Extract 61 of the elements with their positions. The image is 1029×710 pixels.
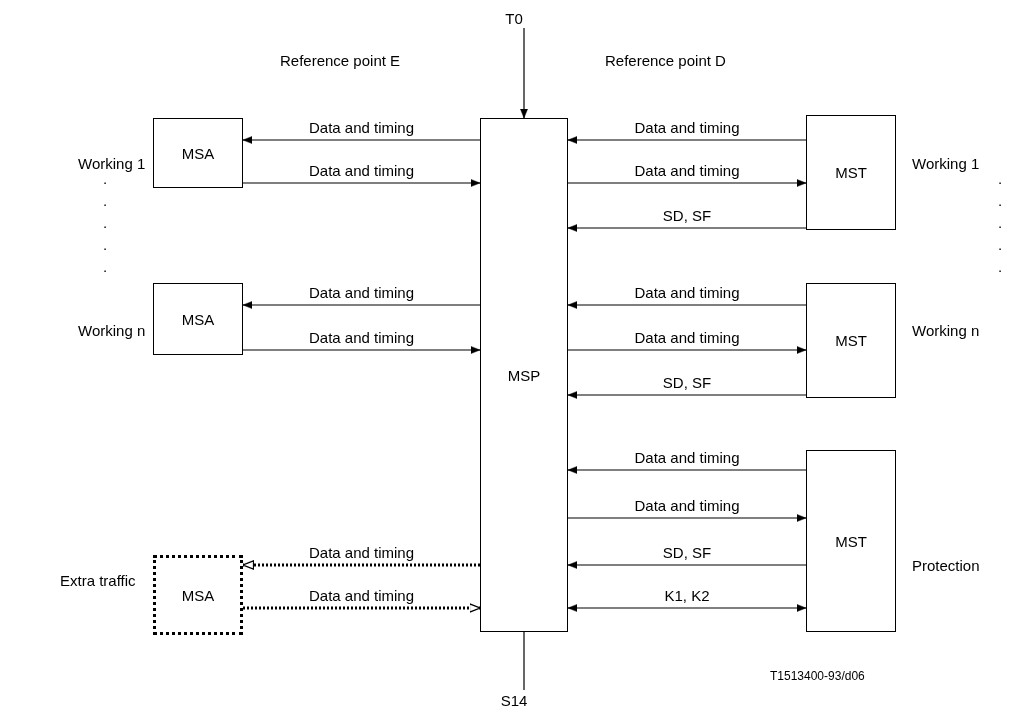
continuation-dot: .	[998, 170, 1003, 187]
continuation-dot: .	[103, 236, 108, 253]
edge-label: Data and timing	[634, 119, 740, 136]
signal-label: S14	[498, 690, 530, 710]
arrow	[242, 560, 480, 570]
edge-label: SD, SF	[662, 207, 712, 224]
arrow	[242, 136, 481, 144]
continuation-dot: .	[998, 192, 1003, 209]
arrow	[242, 346, 481, 354]
continuation-dot: .	[998, 258, 1003, 275]
side-label: Extra traffic	[60, 572, 136, 589]
arrow	[567, 391, 807, 399]
edge-label: Data and timing	[308, 544, 415, 561]
reference-label: Reference point E	[280, 52, 401, 69]
terminal-box: MST	[806, 450, 896, 632]
edge-label: SD, SF	[662, 374, 712, 391]
arrow	[567, 224, 807, 232]
continuation-dot: .	[103, 258, 108, 275]
continuation-dot: .	[998, 236, 1003, 253]
side-label: Working 1	[912, 155, 980, 172]
arrow	[242, 301, 481, 309]
edge-label: Data and timing	[634, 284, 740, 301]
edge-label: Data and timing	[308, 587, 415, 604]
edge-label: SD, SF	[662, 544, 712, 561]
arrow	[567, 466, 807, 474]
side-label: Working n	[912, 322, 980, 339]
arrow	[567, 514, 807, 522]
continuation-dot: .	[103, 214, 108, 231]
continuation-dot: .	[998, 214, 1003, 231]
edge-label: Data and timing	[634, 162, 740, 179]
arrow	[567, 561, 807, 569]
side-label: Working n	[78, 322, 146, 339]
side-label: Protection	[912, 557, 980, 574]
side-label: Working 1	[78, 155, 146, 172]
adapter-box: MSA	[153, 118, 243, 188]
signal-label: T0	[500, 8, 528, 28]
adapter-box: MSA	[153, 555, 243, 635]
arrow	[567, 136, 807, 144]
edge-label: K1, K2	[664, 587, 710, 604]
arrow	[567, 346, 807, 354]
arrow	[567, 604, 807, 612]
edge-label: Data and timing	[308, 119, 415, 136]
edge-label: Data and timing	[634, 329, 740, 346]
terminal-box: MST	[806, 115, 896, 230]
edge-label: Data and timing	[634, 497, 740, 514]
arrow	[242, 179, 481, 187]
arrow	[567, 301, 807, 309]
reference-label: Reference point D	[605, 52, 726, 69]
edge-label: Data and timing	[634, 449, 740, 466]
protection-box: MSP	[480, 118, 568, 632]
terminal-box: MST	[806, 283, 896, 398]
edge-label: Data and timing	[308, 284, 415, 301]
continuation-dot: .	[103, 170, 108, 187]
arrow	[243, 603, 481, 613]
arrow	[520, 27, 528, 119]
edge-label: Data and timing	[308, 162, 415, 179]
adapter-box: MSA	[153, 283, 243, 355]
figure-code: T1513400-93/d06	[770, 668, 865, 685]
continuation-dot: .	[103, 192, 108, 209]
edge-label: Data and timing	[308, 329, 415, 346]
arrow	[567, 179, 807, 187]
